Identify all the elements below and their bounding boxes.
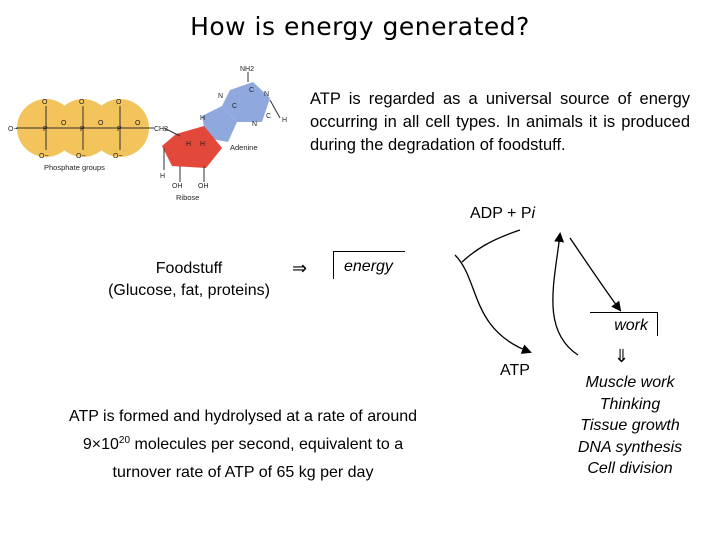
atom-nh2: NH2 — [240, 66, 254, 73]
work-label: work — [590, 312, 658, 336]
facts-line-3: turnover rate of ATP of 65 kg per day — [112, 464, 374, 481]
arrow-atp-to-adp — [552, 232, 579, 356]
curve-adp-to-energy — [461, 229, 521, 263]
atp-label: ATP — [500, 362, 530, 379]
atom-o-1: O — [42, 99, 48, 106]
adenine-ring-5 — [202, 106, 237, 142]
use-item: Cell division — [587, 460, 673, 477]
adp-text: ADP + P — [470, 205, 532, 222]
arrow-energy-to-atp — [454, 254, 532, 354]
facts-line-1: ATP is formed and hydrolysed at a rate o… — [68, 408, 418, 425]
phosphate-groups-label: Phosphate groups — [44, 163, 105, 172]
ribose-label: Ribose — [176, 193, 199, 202]
energy-label: energy — [333, 251, 405, 279]
molecule-bonds — [16, 72, 281, 182]
atom-c-1: C — [232, 103, 237, 110]
adp-pi-label: ADP + Pi — [470, 205, 535, 223]
adenine-label: Adenine — [230, 143, 258, 152]
foodstuff-label: Foodstuff (Glucose, fat, proteins) — [96, 258, 282, 302]
atom-o-minus-2: O− — [76, 153, 86, 160]
atom-o-2: O — [79, 99, 85, 106]
atp-description: ATP is regarded as a universal source of… — [310, 90, 690, 154]
atp-molecule-diagram: O O O O− P P P O O O O− O− O− CH2 NH2 N … — [8, 66, 287, 202]
atom-ch2: CH2 — [154, 126, 168, 133]
atom-p-3: P — [117, 126, 122, 133]
atom-n-3: N — [252, 121, 257, 128]
atom-c-3: C — [266, 113, 271, 120]
atom-h-ribose-2: H — [200, 141, 205, 148]
atom-o-bridge-2: O — [98, 120, 104, 127]
atom-o-minus-left: O− — [8, 126, 18, 133]
use-item: DNA synthesis — [577, 438, 683, 456]
page-title: How is energy generated? — [190, 12, 530, 41]
facts-line-2: 9×1020 molecules per second, equivalent … — [38, 431, 448, 459]
atom-c-2: C — [249, 87, 254, 94]
atom-h-ribose-1: H — [186, 141, 191, 148]
atp-turnover-facts: ATP is formed and hydrolysed at a rate o… — [38, 403, 448, 487]
adp-italic-i: i — [531, 205, 536, 222]
atom-o-bridge-1: O — [61, 120, 67, 127]
atom-p-1: P — [43, 126, 48, 133]
ribose-ring — [162, 126, 222, 168]
atom-o-minus-1: O− — [39, 153, 49, 160]
use-item: Muscle work — [585, 374, 675, 391]
arrow-to-work — [569, 237, 622, 312]
atom-o-3: O — [116, 99, 122, 106]
down-arrow-icon: ⇓ — [614, 346, 630, 367]
facts-mantissa: 9×10 — [82, 436, 119, 453]
atom-oh-2: OH — [198, 183, 209, 190]
atom-h-ribose-3: H — [160, 173, 165, 180]
atom-h-left: H — [200, 115, 205, 122]
foodstuff-line-2: (Glucose, fat, proteins) — [108, 282, 270, 299]
atom-p-2: P — [80, 126, 85, 133]
atp-uses-list: Muscle work Thinking Tissue growth DNA s… — [560, 372, 700, 480]
use-item: Tissue growth — [580, 417, 680, 434]
atom-n-2: N — [264, 91, 269, 98]
facts-exponent: 20 — [118, 435, 131, 446]
atom-n-1: N — [218, 93, 223, 100]
atom-o-bridge-3: O — [135, 120, 141, 127]
use-item: Thinking — [599, 395, 661, 413]
implies-arrow-icon: ⇒ — [292, 258, 308, 279]
atom-o-minus-3: O− — [113, 153, 123, 160]
facts-line-2-rest: molecules per second, equivalent to a — [130, 436, 404, 453]
atom-oh-1: OH — [172, 183, 183, 190]
atom-h-adenine: H — [282, 117, 287, 124]
adenine-ring-6 — [222, 82, 270, 122]
foodstuff-line-1: Foodstuff — [155, 260, 223, 277]
